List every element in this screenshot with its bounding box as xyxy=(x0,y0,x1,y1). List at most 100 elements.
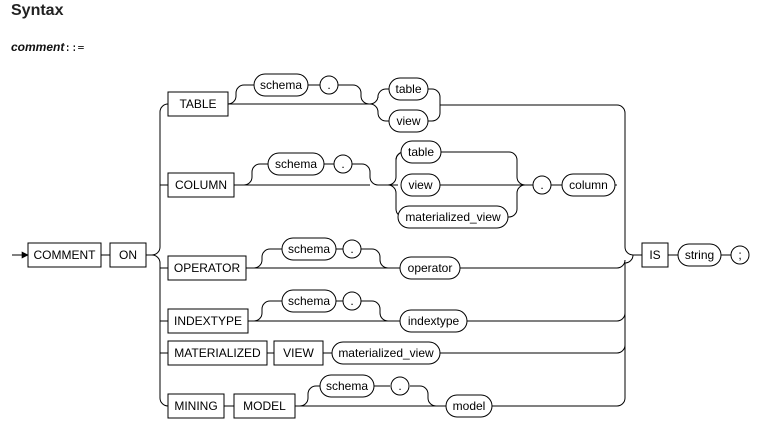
kw-comment: COMMENT xyxy=(27,242,102,268)
id-string-label: string xyxy=(685,248,714,262)
kw-table: TABLE xyxy=(167,91,229,117)
dot-table-label: . xyxy=(327,78,330,92)
id-schema-column-box xyxy=(267,152,325,176)
kw-table-label: TABLE xyxy=(179,97,216,111)
dot-column-label: . xyxy=(341,157,344,171)
id-table-2-label: table xyxy=(408,145,434,159)
semicolon: ; xyxy=(730,245,750,265)
id-string-box xyxy=(677,243,722,267)
semicolon-label: ; xyxy=(738,248,741,262)
id-column-box xyxy=(561,173,616,197)
id-schema-column-label: schema xyxy=(275,157,317,171)
id-view-1-box xyxy=(388,109,429,133)
kw-materialized-label: MATERIALIZED xyxy=(174,346,261,360)
id-table-2-box xyxy=(400,140,442,164)
id-table-2: table xyxy=(400,140,442,164)
dot-column-2-circle xyxy=(532,175,552,195)
dot-column-circle xyxy=(333,154,353,174)
id-schema-indextype-box xyxy=(281,289,337,313)
kw-is: IS xyxy=(641,242,669,268)
dot-column-2-label: . xyxy=(540,178,543,192)
kw-on-label: ON xyxy=(119,248,137,262)
id-schema-operator: schema xyxy=(281,237,337,261)
id-materialized-view-1: materialized_view xyxy=(397,205,509,229)
dot-indextype: . xyxy=(342,291,362,311)
id-model: model xyxy=(445,394,493,418)
kw-mining-label: MINING xyxy=(174,399,217,413)
dot-column: . xyxy=(333,154,353,174)
dot-model-circle xyxy=(390,376,410,396)
id-operator: operator xyxy=(399,256,461,280)
kw-column-box xyxy=(167,172,235,198)
id-materialized-view-2-box xyxy=(331,341,441,365)
kw-operator: OPERATOR xyxy=(167,255,247,281)
id-view-1: view xyxy=(388,109,429,133)
kw-comment-label: COMMENT xyxy=(34,248,97,262)
id-view-2-label: view xyxy=(408,178,432,192)
kw-column: COLUMN xyxy=(167,172,235,198)
id-schema-model: schema xyxy=(319,374,375,398)
kw-mining: MINING xyxy=(167,393,225,419)
section-heading: Syntax xyxy=(11,2,64,19)
id-materialized-view-1-box xyxy=(397,205,509,229)
id-indextype-box xyxy=(399,309,468,333)
production-operator: ::= xyxy=(64,41,85,54)
dot-operator: . xyxy=(342,239,362,259)
kw-operator-label: OPERATOR xyxy=(174,261,241,275)
kw-is-box xyxy=(641,242,669,268)
kw-model-label: MODEL xyxy=(243,399,286,413)
id-model-label: model xyxy=(453,399,486,413)
id-schema-operator-label: schema xyxy=(288,242,330,256)
dot-column-2: . xyxy=(532,175,552,195)
kw-mining-box xyxy=(167,393,225,419)
id-materialized-view-2: materialized_view xyxy=(331,341,441,365)
id-indextype-label: indextype xyxy=(408,314,460,328)
kw-is-label: IS xyxy=(649,248,660,262)
id-materialized-view-1-label: materialized_view xyxy=(405,210,501,224)
id-operator-box xyxy=(399,256,461,280)
id-schema-indextype-label: schema xyxy=(288,294,330,308)
dot-table: . xyxy=(319,75,339,95)
id-view-1-label: view xyxy=(396,114,420,128)
id-view-2-box xyxy=(400,173,441,197)
dot-operator-label: . xyxy=(350,242,353,256)
id-table-1-box xyxy=(388,77,429,101)
kw-on: ON xyxy=(109,242,147,268)
kw-indextype-label: INDEXTYPE xyxy=(174,314,242,328)
dot-table-circle xyxy=(319,75,339,95)
id-table-1-label: table xyxy=(395,82,421,96)
id-schema-table-box xyxy=(253,73,309,97)
kw-indextype: INDEXTYPE xyxy=(167,308,249,334)
dot-model: . xyxy=(390,376,410,396)
kw-view-box xyxy=(273,340,324,366)
kw-indextype-box xyxy=(167,308,249,334)
dot-model-label: . xyxy=(398,379,401,393)
id-materialized-view-2-label: materialized_view xyxy=(338,346,434,360)
id-indextype: indextype xyxy=(399,309,468,333)
kw-materialized-box xyxy=(167,340,268,366)
id-schema-table-label: schema xyxy=(260,78,302,92)
production-rule: comment::= xyxy=(11,40,84,54)
id-column-label: column xyxy=(569,178,608,192)
kw-materialized: MATERIALIZED xyxy=(167,340,268,366)
kw-comment-box xyxy=(27,242,102,268)
id-column: column xyxy=(561,173,616,197)
kw-on-box xyxy=(109,242,147,268)
id-schema-indextype: schema xyxy=(281,289,337,313)
kw-model-box xyxy=(233,393,296,419)
dot-indextype-label: . xyxy=(350,294,353,308)
id-table-1: table xyxy=(388,77,429,101)
kw-model: MODEL xyxy=(233,393,296,419)
id-schema-model-label: schema xyxy=(326,379,368,393)
kw-table-box xyxy=(167,91,229,117)
id-schema-operator-box xyxy=(281,237,337,261)
production-name: comment xyxy=(11,40,65,54)
id-string: string xyxy=(677,243,722,267)
id-model-box xyxy=(445,394,493,418)
diagram-lines xyxy=(12,84,731,407)
id-view-2: view xyxy=(400,173,441,197)
kw-view-label: VIEW xyxy=(283,346,314,360)
semicolon-circle xyxy=(730,245,750,265)
dot-operator-circle xyxy=(342,239,362,259)
